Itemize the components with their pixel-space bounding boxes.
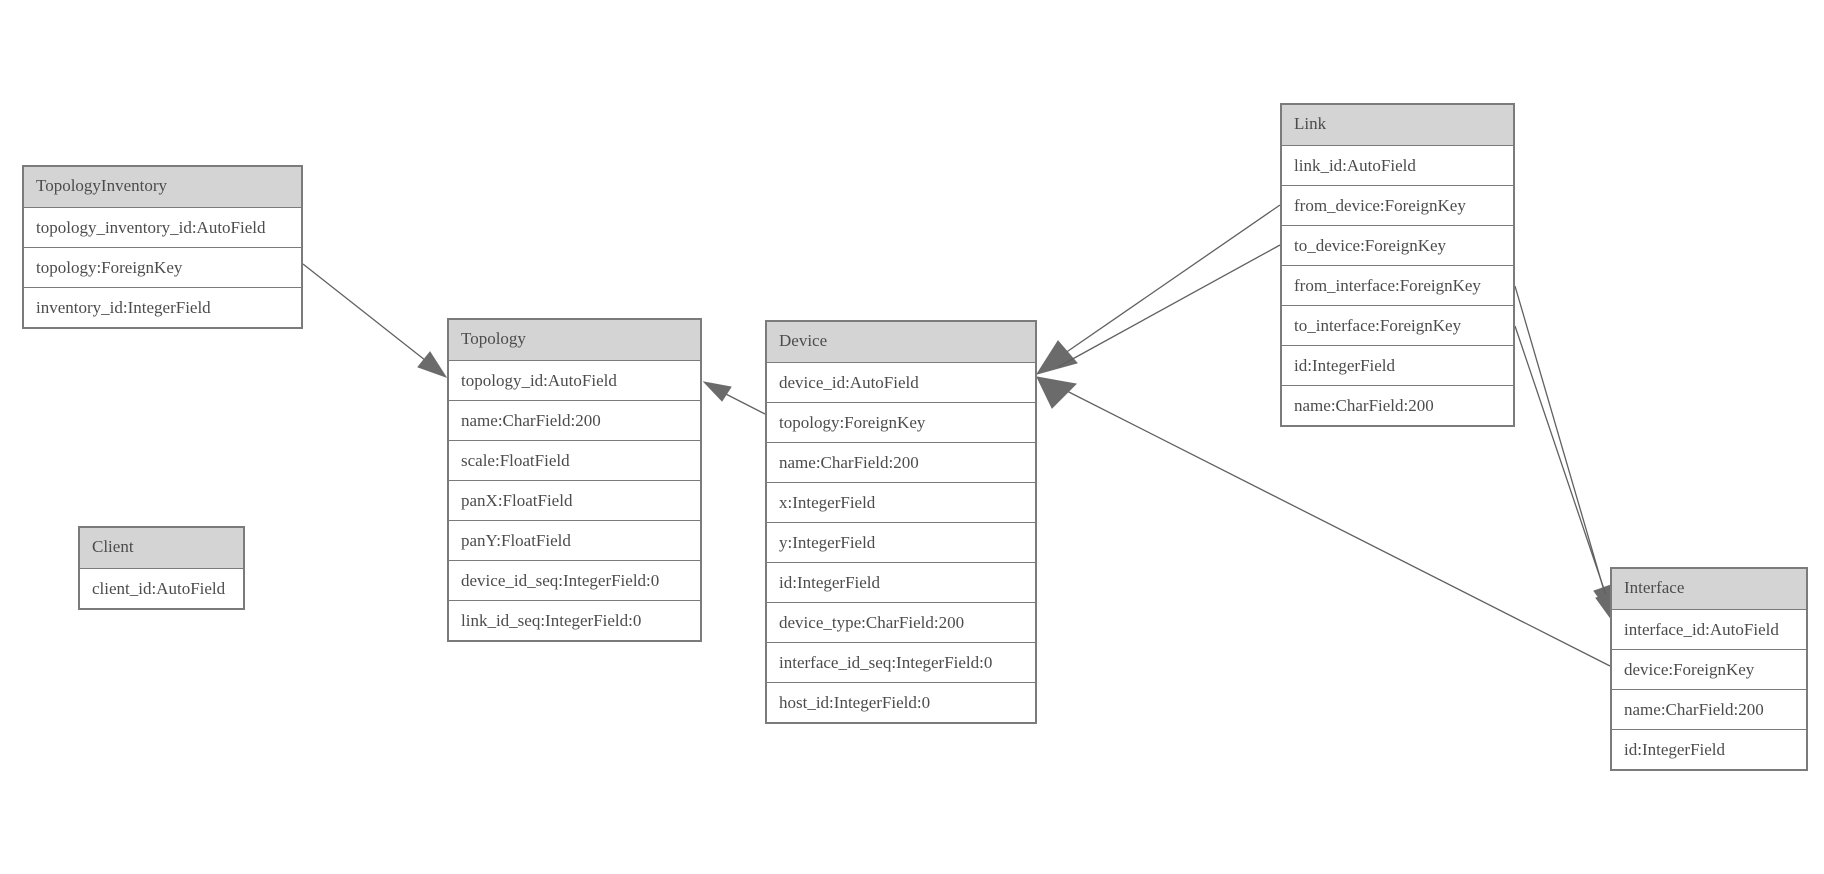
field-row: interface_id_seq:IntegerField:0 <box>767 642 1035 682</box>
field-row: to_interface:ForeignKey <box>1282 305 1513 345</box>
field-row: panX:FloatField <box>449 480 700 520</box>
field-row: device_type:CharField:200 <box>767 602 1035 642</box>
field-row: device_id_seq:IntegerField:0 <box>449 560 700 600</box>
field-row: device:ForeignKey <box>1612 649 1806 689</box>
field-row: y:IntegerField <box>767 522 1035 562</box>
arrowhead-icon <box>417 351 448 378</box>
field-row: link_id:AutoField <box>1282 145 1513 185</box>
arrowhead-icon <box>1035 340 1078 375</box>
entity-client: Client client_id:AutoField <box>78 526 245 610</box>
field-row: host_id:IntegerField:0 <box>767 682 1035 722</box>
entity-title: Client <box>80 528 243 568</box>
entity-title: Interface <box>1612 569 1806 609</box>
field-row: client_id:AutoField <box>80 568 243 608</box>
field-row: scale:FloatField <box>449 440 700 480</box>
arrowhead-icon <box>702 381 732 402</box>
field-row: topology_id:AutoField <box>449 360 700 400</box>
edge-link-from-device-to-device <box>1035 204 1281 375</box>
edge-link-to-interface-to-interface <box>1514 325 1615 625</box>
field-row: name:CharField:200 <box>1282 385 1513 425</box>
field-row: id:IntegerField <box>767 562 1035 602</box>
edge-link-to-device-to-device <box>1057 244 1281 368</box>
field-row: id:IntegerField <box>1612 729 1806 769</box>
edge-link-from-interface-to-interface <box>1514 285 1613 618</box>
edge-topologyinventory-to-topology <box>302 263 448 378</box>
entity-title: Link <box>1282 105 1513 145</box>
field-row: panY:FloatField <box>449 520 700 560</box>
field-row: topology:ForeignKey <box>24 247 301 287</box>
field-row: link_id_seq:IntegerField:0 <box>449 600 700 640</box>
field-row: name:CharField:200 <box>449 400 700 440</box>
field-row: inventory_id:IntegerField <box>24 287 301 327</box>
field-row: name:CharField:200 <box>1612 689 1806 729</box>
field-row: from_device:ForeignKey <box>1282 185 1513 225</box>
field-row: x:IntegerField <box>767 482 1035 522</box>
field-row: device_id:AutoField <box>767 362 1035 402</box>
field-row: name:CharField:200 <box>767 442 1035 482</box>
field-row: from_interface:ForeignKey <box>1282 265 1513 305</box>
field-row: topology:ForeignKey <box>767 402 1035 442</box>
entity-topologyinventory: TopologyInventory topology_inventory_id:… <box>22 165 303 329</box>
entity-title: Topology <box>449 320 700 360</box>
edge-device-to-topology <box>702 381 766 415</box>
entity-title: Device <box>767 322 1035 362</box>
field-row: to_device:ForeignKey <box>1282 225 1513 265</box>
field-row: topology_inventory_id:AutoField <box>24 207 301 247</box>
entity-title: TopologyInventory <box>24 167 301 207</box>
field-row: id:IntegerField <box>1282 345 1513 385</box>
field-row: interface_id:AutoField <box>1612 609 1806 649</box>
entity-fields: client_id:AutoField <box>80 568 243 608</box>
arrowhead-icon <box>1036 376 1078 409</box>
